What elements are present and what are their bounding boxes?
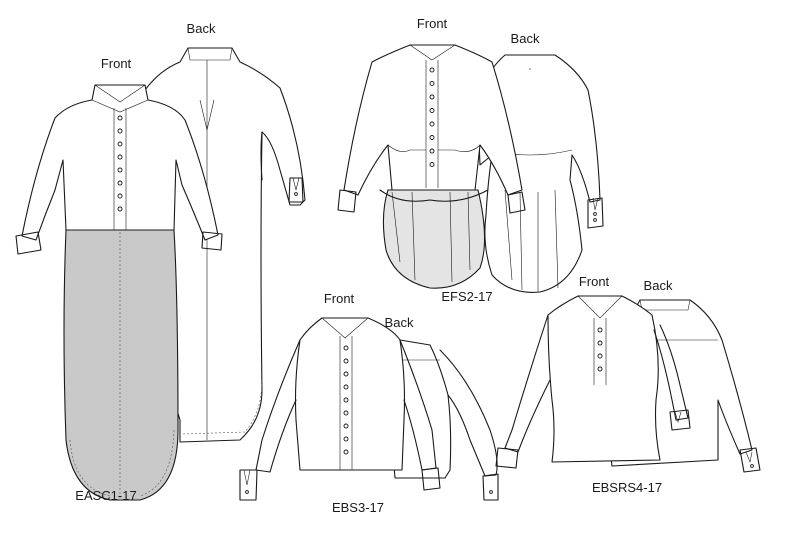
button-icon: [429, 108, 435, 113]
button-icon: [343, 397, 349, 403]
efs2-front-sketch: [337, 44, 526, 289]
efs2-code-label: EFS2-17: [441, 289, 492, 304]
button-icon: [429, 121, 435, 127]
button-icon: [117, 167, 123, 173]
button-icon: [117, 180, 123, 186]
button-icon: [429, 162, 435, 167]
button-icon: [117, 115, 123, 121]
button-icon: [343, 423, 349, 429]
easc1-front-label: Front: [101, 56, 132, 71]
button-icon: [117, 193, 123, 199]
button-icon: [429, 94, 435, 100]
button-icon: [117, 206, 123, 212]
button-icon: [597, 366, 603, 372]
ebs3-front-label: Front: [324, 291, 355, 306]
easc1-front-sketch: [15, 84, 223, 501]
button-icon: [117, 154, 123, 160]
button-icon: [343, 449, 349, 455]
easc1-back-label: Back: [187, 21, 216, 36]
ebs3-code-label: EBS3-17: [332, 500, 384, 515]
button-icon: [343, 371, 349, 377]
ebsrs4-front-label: Front: [579, 274, 610, 289]
button-icon: [117, 128, 123, 134]
ebsrs4-code-label: EBSRS4-17: [592, 480, 662, 495]
button-icon: [343, 384, 349, 390]
button-icon: [597, 340, 603, 346]
button-icon: [343, 358, 349, 364]
button-icon: [117, 141, 123, 147]
button-icon: [429, 81, 435, 86]
ebs3-back-label: Back: [385, 315, 414, 330]
button-icon: [343, 410, 349, 416]
ebs3-front-sketch: [239, 317, 441, 501]
button-icon: [343, 345, 349, 351]
button-icon: [429, 148, 435, 154]
efs2-front-label: Front: [417, 16, 448, 31]
efs2-back-label: Back: [511, 31, 540, 46]
ebs3-back-sketch: [391, 339, 499, 501]
button-icon: [429, 135, 435, 140]
button-icon: [343, 436, 349, 442]
placket-buttons: [117, 67, 603, 455]
button-icon: [429, 67, 435, 73]
ebsrs4-front-sketch: [495, 295, 691, 469]
button-icon: [597, 353, 603, 359]
button-icon: [597, 327, 603, 333]
ebsrs4-back-label: Back: [644, 278, 673, 293]
easc1-code-label: EASC1-17: [75, 488, 136, 503]
